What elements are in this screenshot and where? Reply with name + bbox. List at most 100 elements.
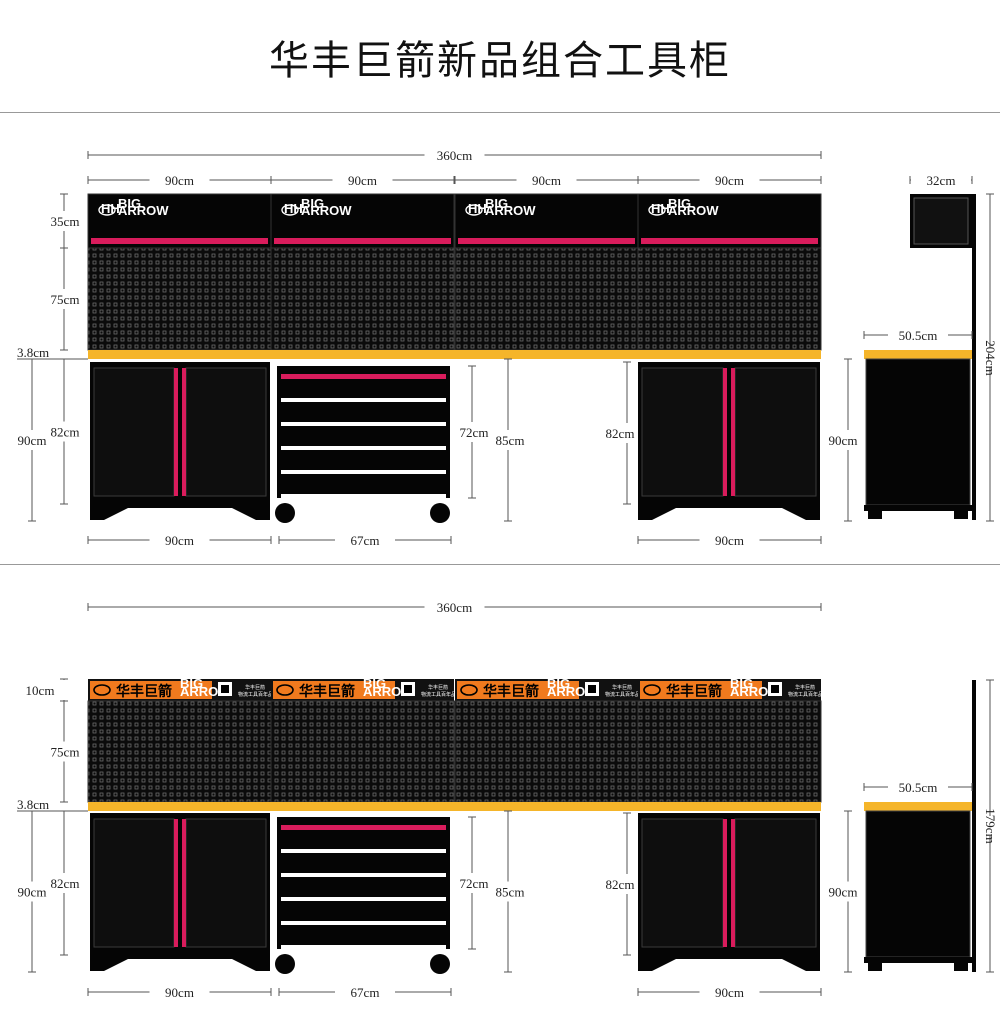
a-drawer-cart-drawer-1 bbox=[281, 398, 446, 402]
b-door-cabinet-right-door-left bbox=[641, 818, 724, 948]
a-cap-red-strip-2 bbox=[274, 238, 451, 244]
a-side-base-foot-left bbox=[868, 511, 882, 519]
b-header-1-qr-caption-2: 物流工具百年品牌 bbox=[238, 691, 278, 698]
a-drawer-body-height-label: 72cm bbox=[460, 425, 489, 440]
b-side-worktop bbox=[864, 802, 972, 811]
b-drawer-body-height-label: 72cm bbox=[460, 876, 489, 891]
a-door-cabinet-left-door-left bbox=[93, 367, 175, 497]
b-pegboard-height-label: 75cm bbox=[51, 745, 80, 760]
a-door-cabinet-right-base bbox=[638, 502, 820, 520]
a-side-top-depth-label: 32cm bbox=[927, 173, 956, 188]
a-drawer-cart-body bbox=[277, 366, 450, 498]
a-cap-2-logo-en2: ARROW bbox=[301, 203, 352, 218]
a-worktop-thickness-label: 3.8cm bbox=[17, 345, 49, 360]
a-cap-2-logo-icon bbox=[281, 204, 299, 216]
a-module-width-4-label: 90cm bbox=[715, 173, 744, 188]
b-header-3-logo-icon bbox=[460, 684, 478, 696]
b-cabinet-body-height-label: 82cm bbox=[51, 876, 80, 891]
b-header-1-banner bbox=[90, 681, 212, 699]
a-side-base-plinth bbox=[864, 505, 972, 511]
b-header-3-qr-caption-2: 物流工具百年品牌 bbox=[605, 691, 645, 698]
b-header-2-banner bbox=[273, 681, 395, 699]
b-drawer-cart-drawer-5 bbox=[281, 945, 446, 949]
b-bottom-width-1-label: 90cm bbox=[165, 985, 194, 1000]
b-header-4-brand-en1: BIG bbox=[730, 676, 753, 691]
b-side-base-height-label: 90cm bbox=[829, 885, 858, 900]
a-module-width-2-label: 90cm bbox=[348, 173, 377, 188]
a-pegboard-4 bbox=[637, 247, 822, 351]
a-right-cabinet-body-height-label: 82cm bbox=[606, 426, 635, 441]
b-door-cabinet-left-handle-right bbox=[182, 819, 186, 947]
a-cap-red-strip-4 bbox=[641, 238, 818, 244]
a-cap-1-logo-icon bbox=[98, 204, 116, 216]
b-header-1-qr-caption-1: 华丰巨箭 bbox=[245, 684, 265, 691]
page-title: 华丰巨箭新品组合工具柜 bbox=[269, 38, 731, 84]
b-header-4-banner bbox=[640, 681, 762, 699]
b-drawer-total-height-label: 85cm bbox=[496, 885, 525, 900]
a-door-cabinet-left-handle-left bbox=[174, 368, 178, 496]
b-bottom-width-3-label: 90cm bbox=[715, 985, 744, 1000]
b-header-1-logo-icon bbox=[93, 684, 111, 696]
a-drawer-cart-drawer-5 bbox=[281, 494, 446, 498]
a-cap-3-logo-en1: BIG bbox=[485, 196, 508, 211]
b-drawer-cart-drawer-2 bbox=[281, 873, 446, 877]
a-door-cabinet-right-handle-left bbox=[723, 368, 727, 496]
b-header-2-logo-icon bbox=[276, 684, 294, 696]
b-overall-width-label: 360cm bbox=[437, 600, 472, 615]
a-pegboard-3 bbox=[454, 247, 639, 351]
a-side-depth-label: 50.5cm bbox=[899, 328, 938, 343]
b-door-cabinet-right-handle-right bbox=[731, 819, 735, 947]
a-pegboard-2 bbox=[270, 247, 455, 351]
a-cap-1-logo-glyph: HH bbox=[101, 201, 120, 216]
b-drawer-cart-drawer-3 bbox=[281, 897, 446, 901]
a-cabinet-total-height-label: 90cm bbox=[18, 433, 47, 448]
a-drawer-cart-drawer-3 bbox=[281, 446, 446, 450]
a-cap-4-logo-glyph: HH bbox=[651, 201, 670, 216]
b-header-4-brand-cn: 华丰巨箭 bbox=[666, 683, 722, 700]
b-worktop bbox=[88, 802, 821, 811]
b-pegboard-1 bbox=[87, 700, 272, 803]
b-drawer-cart-drawer-1 bbox=[281, 849, 446, 853]
b-side-base-foot-right bbox=[954, 963, 968, 971]
b-door-cabinet-left-door-right bbox=[185, 818, 267, 948]
a-worktop bbox=[88, 350, 821, 359]
b-side-height-label: 179cm bbox=[983, 808, 998, 843]
b-header-3-brand-cn: 华丰巨箭 bbox=[483, 683, 539, 700]
b-bottom-width-2-label: 67cm bbox=[351, 985, 380, 1000]
a-side-base-height-label: 90cm bbox=[829, 433, 858, 448]
b-drawer-cart-wheel-right bbox=[430, 954, 450, 974]
a-pegboard-height-label: 75cm bbox=[51, 292, 80, 307]
b-door-cabinet-left-door-left bbox=[93, 818, 175, 948]
top-divider bbox=[0, 112, 1000, 113]
b-drawer-cart-body bbox=[277, 817, 450, 949]
b-side-base-foot-left bbox=[868, 963, 882, 971]
a-drawer-cart-top-handle bbox=[281, 374, 446, 379]
a-drawer-total-height-label: 85cm bbox=[496, 433, 525, 448]
a-cap-4-logo-icon bbox=[648, 204, 666, 216]
a-module-width-3-label: 90cm bbox=[532, 173, 561, 188]
a-door-cabinet-left-door-right bbox=[185, 367, 267, 497]
a-drawer-cart-wheel-left bbox=[275, 503, 295, 523]
b-header-2-qr-caption-2: 物流工具百年品牌 bbox=[421, 691, 461, 698]
b-header-1-brand-en1: BIG bbox=[180, 676, 203, 691]
b-header-2-brand-en1: BIG bbox=[363, 676, 386, 691]
b-header-height-label: 10cm bbox=[26, 683, 55, 698]
a-door-cabinet-left-handle-right bbox=[182, 368, 186, 496]
b-drawer-cart-wheel-left bbox=[275, 954, 295, 974]
a-cap-red-strip-3 bbox=[458, 238, 635, 244]
a-side-base-body bbox=[865, 358, 971, 506]
a-cap-1-logo-en1: BIG bbox=[118, 196, 141, 211]
b-header-4-logo-icon bbox=[643, 684, 661, 696]
b-header-1-qr-core bbox=[221, 685, 229, 693]
b-pegboard-3 bbox=[454, 700, 639, 803]
a-cap-4-logo-en1: BIG bbox=[668, 196, 691, 211]
a-cabinet-body-height-label: 82cm bbox=[51, 425, 80, 440]
a-drawer-cart-drawer-4 bbox=[281, 470, 446, 474]
a-bottom-width-1-label: 90cm bbox=[165, 533, 194, 548]
b-right-cabinet-body-height-label: 82cm bbox=[606, 877, 635, 892]
a-module-width-1-label: 90cm bbox=[165, 173, 194, 188]
b-header-3-brand-en1: BIG bbox=[547, 676, 570, 691]
a-side-upright bbox=[972, 194, 976, 520]
b-header-2-qr-caption-1: 华丰巨箭 bbox=[428, 684, 448, 691]
